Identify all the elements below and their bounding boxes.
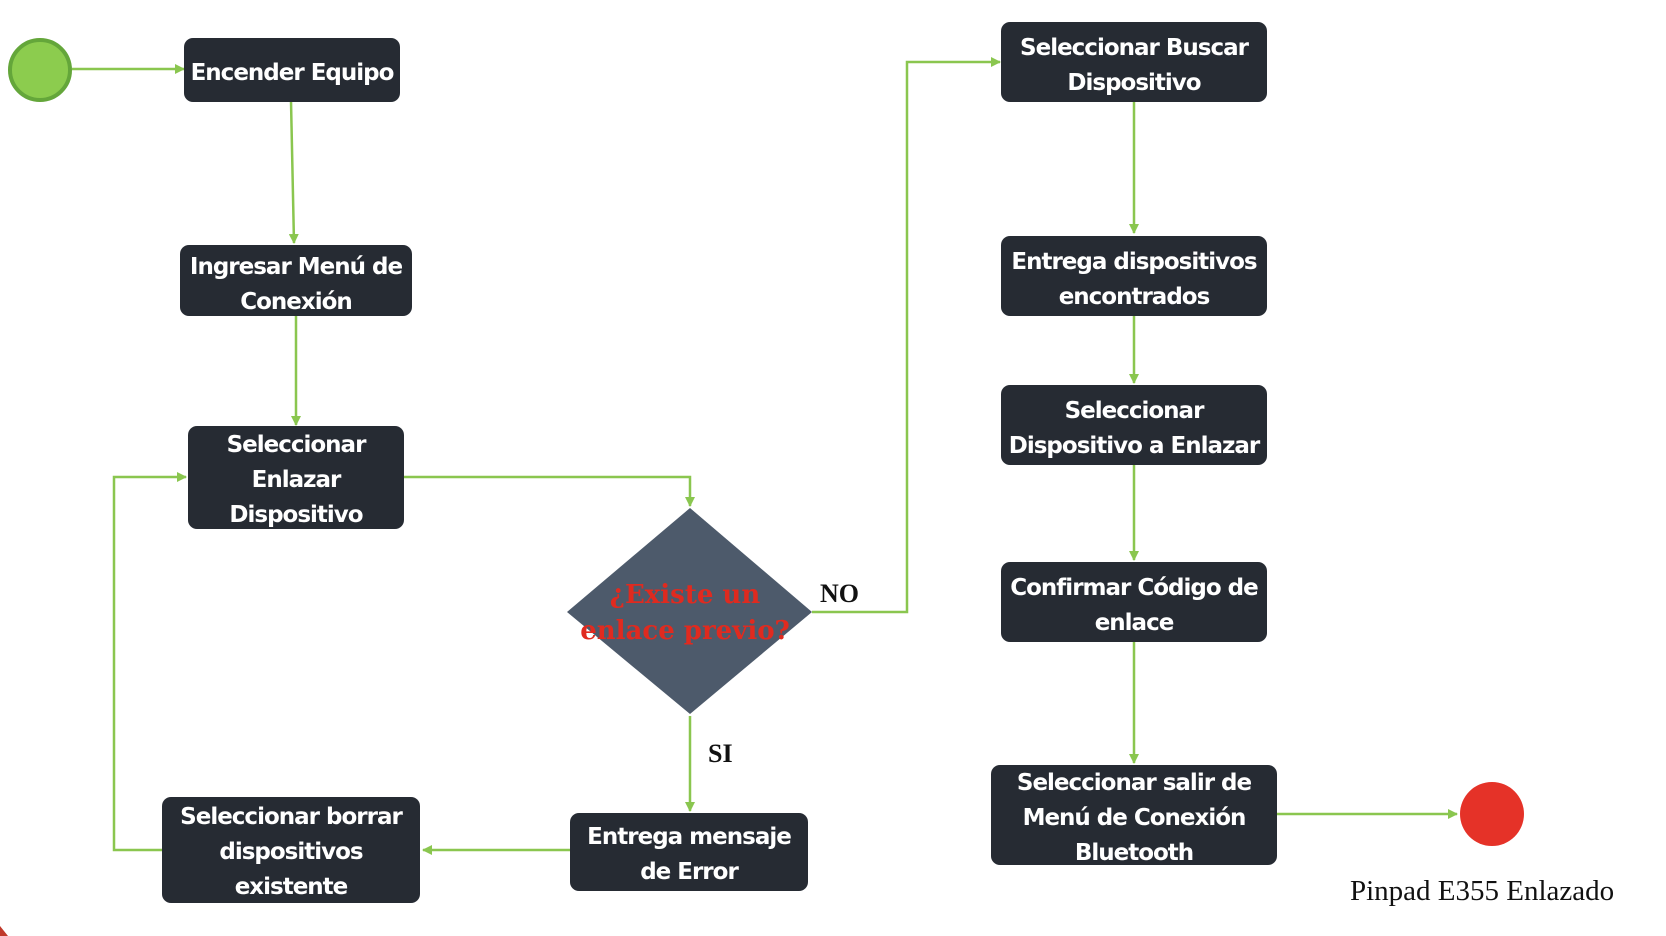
end-label: Pinpad E355 Enlazado (1350, 875, 1614, 907)
node-label-line: Entrega mensaje (587, 824, 791, 850)
node-label-line: Menú de Conexión (1023, 805, 1246, 831)
edge-decision-no-to-buscar (812, 57, 1001, 614)
node-label-line: de Error (640, 859, 739, 885)
node-entrega-mensaje-error: Entrega mensaje de Error (570, 813, 808, 891)
decision-existe-enlace-previo: ¿Existe un enlace previo? (567, 508, 812, 714)
node-seleccionar-dispositivo-enlazar: Seleccionar Dispositivo a Enlazar (1001, 385, 1267, 465)
node-label-line: Encender Equipo (191, 60, 394, 86)
corner-mark (0, 926, 8, 936)
node-ingresar-menu-conexion: Ingresar Menú de Conexión (180, 245, 412, 316)
edge-borrar-to-seleccionar-enlazar (112, 472, 187, 852)
node-label-line: Confirmar Código de (1010, 575, 1258, 601)
edge-label-no: NO (820, 579, 859, 608)
node-label-line: Entrega dispositivos (1011, 249, 1257, 275)
node-label-line: enlace (1095, 610, 1174, 636)
node-label-line: encontrados (1059, 284, 1210, 310)
node-label-line: Enlazar (252, 467, 342, 493)
node-seleccionar-enlazar-dispositivo: Seleccionar Enlazar Dispositivo (188, 426, 404, 529)
node-label-line: Seleccionar Buscar (1020, 35, 1250, 61)
edge-label-si: SI (708, 739, 733, 768)
decision-label-line: ¿Existe un (610, 580, 761, 610)
node-label-line: Seleccionar (227, 432, 367, 458)
node-confirmar-codigo-enlace: Confirmar Código de enlace (1001, 562, 1267, 642)
node-label-line: existente (235, 874, 348, 900)
end-node (1460, 782, 1524, 846)
node-seleccionar-borrar-dispositivos: Seleccionar borrar dispositivos existent… (162, 797, 420, 903)
node-label-line: Ingresar Menú de (190, 254, 403, 280)
edge-encender-to-ingresar (288, 100, 299, 244)
node-seleccionar-buscar-dispositivo: Seleccionar Buscar Dispositivo (1001, 22, 1267, 102)
node-label-line: Seleccionar salir de (1017, 770, 1252, 796)
node-label-line: Seleccionar borrar (180, 804, 403, 830)
start-node (8, 38, 72, 102)
node-label-line: Dispositivo (229, 502, 362, 528)
edges (72, 57, 1458, 855)
node-encender-equipo: Encender Equipo (184, 38, 400, 102)
node-label-line: Dispositivo (1067, 70, 1200, 96)
node-label-line: Seleccionar (1065, 398, 1205, 424)
node-entrega-dispositivos-encontrados: Entrega dispositivos encontrados (1001, 236, 1267, 316)
edge-seleccionar-enlazar-to-decision (403, 475, 695, 507)
node-label-line: Bluetooth (1075, 840, 1193, 866)
node-label-line: Dispositivo a Enlazar (1009, 433, 1261, 459)
decision-label-line: enlace previo? (580, 616, 790, 646)
node-label-line: dispositivos (219, 839, 363, 865)
node-label-line: Conexión (240, 289, 352, 315)
node-seleccionar-salir-menu-bluetooth: Seleccionar salir de Menú de Conexión Bl… (991, 765, 1277, 866)
